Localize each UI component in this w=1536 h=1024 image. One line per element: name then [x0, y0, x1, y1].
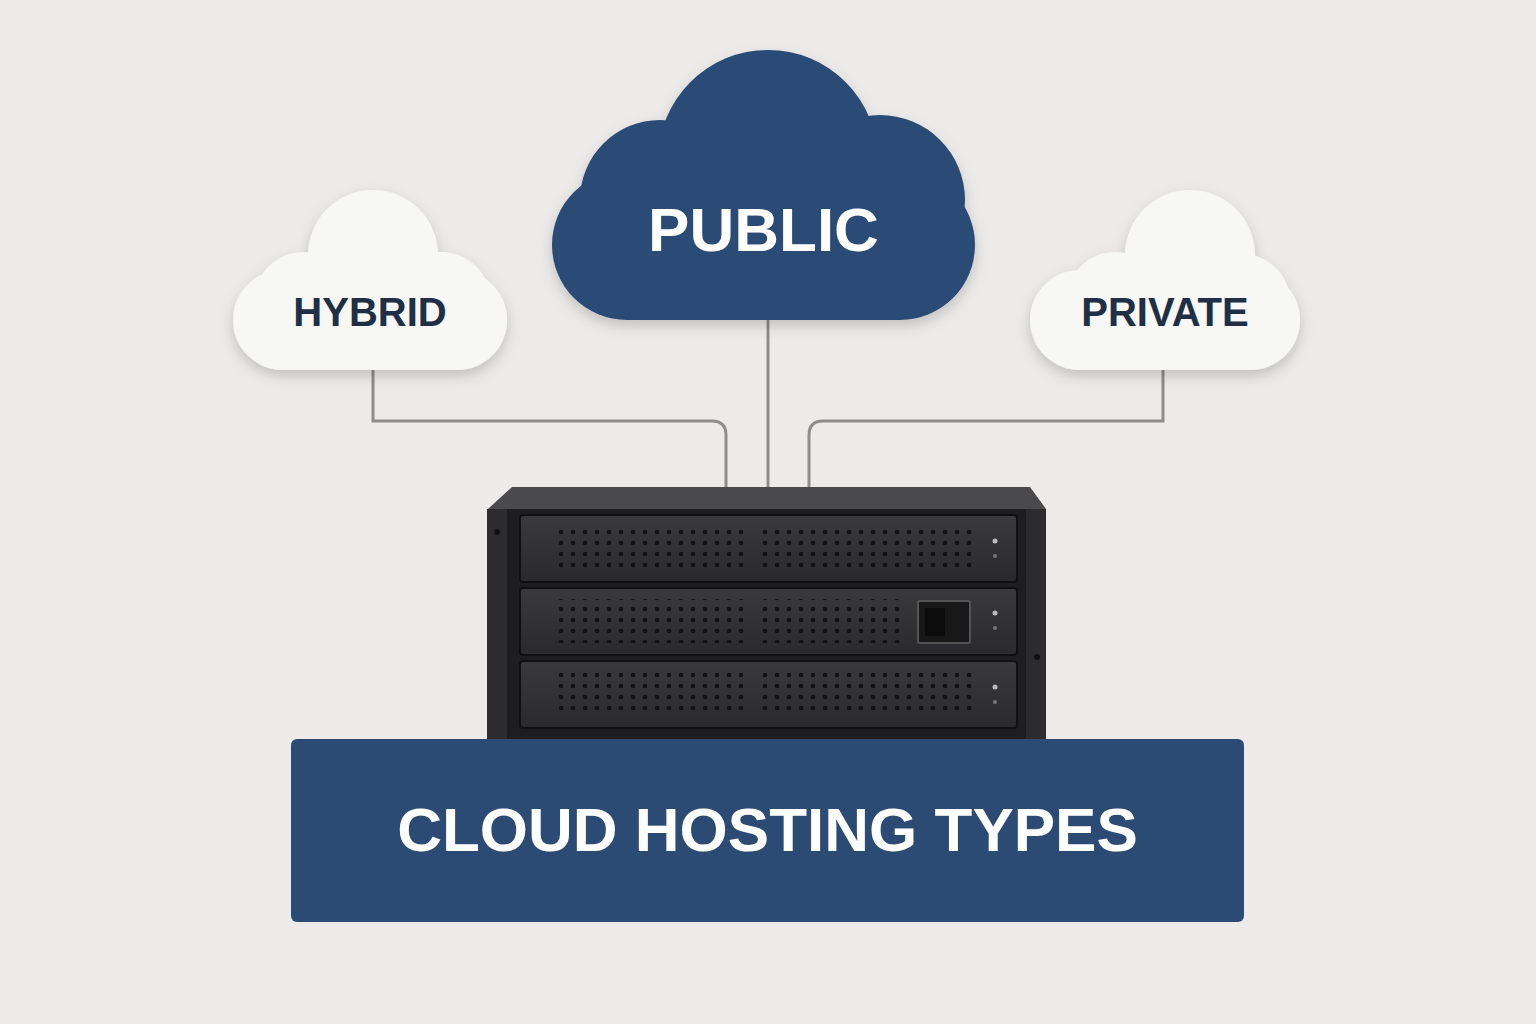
hybrid-cloud: HYBRID — [233, 190, 507, 370]
server-rack — [487, 487, 1046, 741]
cloud-shape — [552, 50, 975, 320]
cloud-shape — [1030, 190, 1300, 370]
node-label: HYBRID — [233, 290, 507, 334]
node-label: PUBLIC — [552, 196, 975, 264]
public-cloud: PUBLIC — [552, 50, 975, 320]
node-label: CLOUD HOSTING TYPES — [291, 796, 1244, 864]
private-cloud: PRIVATE — [1030, 190, 1300, 370]
node-label: PRIVATE — [1030, 290, 1300, 334]
cloud-shape — [233, 190, 507, 370]
title-banner: CLOUD HOSTING TYPES — [291, 739, 1244, 922]
